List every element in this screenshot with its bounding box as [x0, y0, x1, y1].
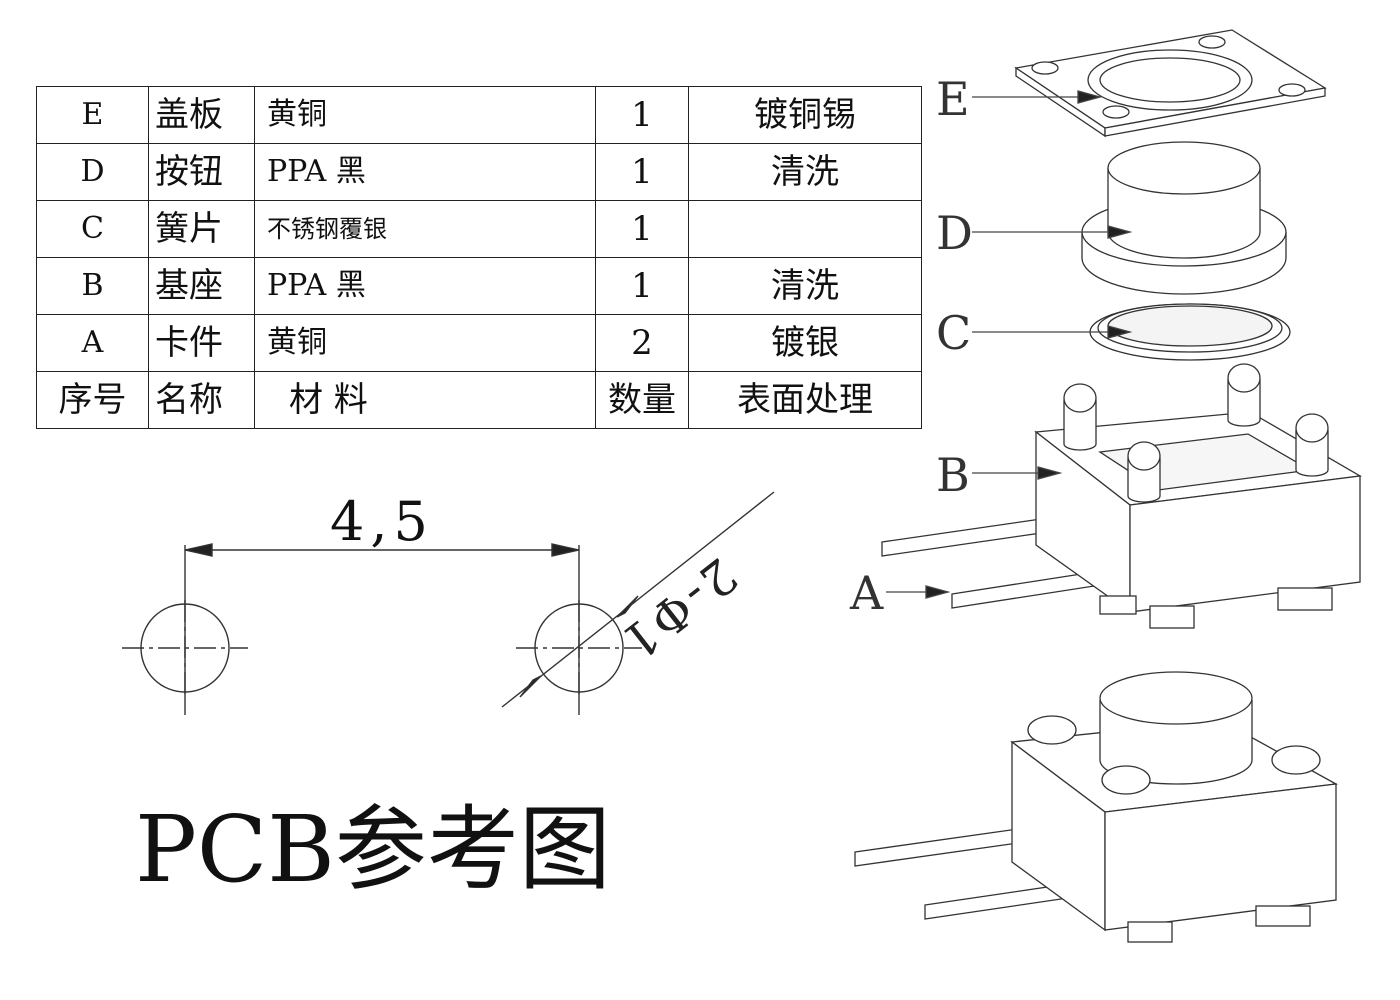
- row-finish: [688, 200, 922, 258]
- spacing-dimension-label: 4,5: [330, 490, 434, 553]
- row-finish: 镀银: [688, 314, 922, 372]
- row-id: B: [36, 257, 149, 315]
- header-finish: 表面处理: [688, 371, 922, 429]
- header-name: 名称: [148, 371, 255, 429]
- hole-leader-line: [501, 491, 775, 708]
- exploded-view-drawing: [854, 29, 1362, 943]
- bom-table: E 盖板 黄铜 1 镀铜锡 D 按钮 PPA 黑 1 清洗 C 簧片 不锈钢覆银…: [36, 86, 922, 429]
- pcb-footprint-drawing: 2-Φ1: [122, 491, 775, 715]
- base-b: [881, 363, 1362, 629]
- table-row: B 基座 PPA 黑 1 清洗: [36, 257, 922, 315]
- header-material: 材 料: [254, 371, 596, 429]
- row-id: D: [36, 143, 149, 201]
- dome-c: [1089, 303, 1291, 361]
- button-d: [1081, 141, 1287, 295]
- header-qty: 数量: [595, 371, 689, 429]
- table-header-row: 序号 名称 材 料 数量 表面处理: [36, 371, 922, 429]
- row-name: 按钮: [148, 143, 255, 201]
- row-name: 簧片: [148, 200, 255, 258]
- row-material: PPA 黑: [254, 257, 596, 315]
- hole-dimension-label: 2-Φ1: [608, 547, 747, 673]
- row-qty: 2: [595, 314, 689, 372]
- pcb-title: PCB参考图: [135, 796, 611, 903]
- label-e: E: [936, 72, 970, 126]
- arrow-right: [551, 543, 580, 557]
- row-qty: 1: [595, 143, 689, 201]
- label-d: D: [936, 206, 973, 260]
- row-name: 盖板: [148, 86, 255, 144]
- row-qty: 1: [595, 200, 689, 258]
- row-finish: 清洗: [688, 257, 922, 315]
- label-a: A: [850, 566, 884, 620]
- assembled-switch: [854, 671, 1339, 943]
- row-qty: 1: [595, 257, 689, 315]
- row-finish: 清洗: [688, 143, 922, 201]
- table-row: E 盖板 黄铜 1 镀铜锡: [36, 86, 922, 144]
- header-id: 序号: [36, 371, 149, 429]
- row-finish: 镀铜锡: [688, 86, 922, 144]
- hole-leader-arrow-lower: [519, 675, 542, 698]
- cover-plate-e: [1014, 29, 1327, 138]
- row-name: 基座: [148, 257, 255, 315]
- hole-leader-arrow-upper: [616, 595, 639, 618]
- row-qty: 1: [595, 86, 689, 144]
- arrow-left: [184, 543, 213, 557]
- row-id: A: [36, 314, 149, 372]
- leader-lines: [886, 90, 1133, 599]
- label-b: B: [936, 448, 970, 502]
- row-id: E: [36, 86, 149, 144]
- table-row: D 按钮 PPA 黑 1 清洗: [36, 143, 922, 201]
- label-c: C: [936, 306, 972, 360]
